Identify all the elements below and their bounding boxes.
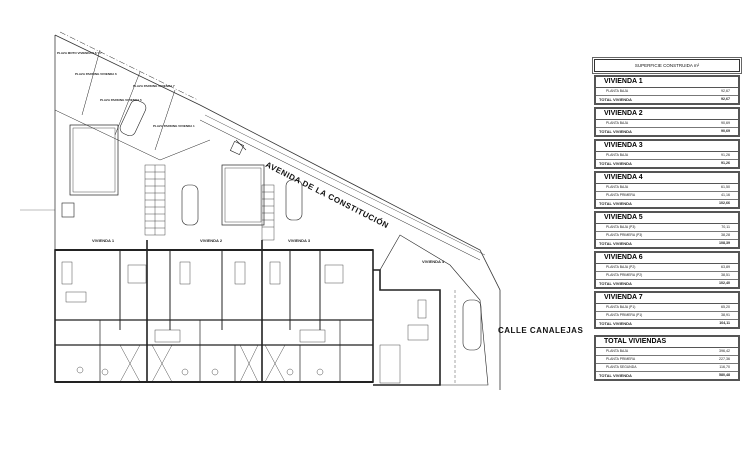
dwelling-block-3: VIVIENDA 3 PLANTA BAJA 91,26 TOTAL VIVIEN… <box>594 139 740 169</box>
table-row: PLANTA SEGUNDA 116,70 <box>596 364 738 372</box>
total-row: TOTAL VIVIENDA 102,66 <box>596 200 738 207</box>
row-label: PLANTA BAJA (P3) <box>606 225 636 229</box>
dwelling-block-5: VIVIENDA 5 PLANTA BAJA (P3) 70,11 PLANTA … <box>594 211 740 249</box>
row-value: 38,51 <box>721 273 730 277</box>
row-label: TOTAL VIVIENDA <box>599 201 632 206</box>
totals-block: TOTAL VIVIENDAS PLANTA BAJA 396,42 PLANTA… <box>594 335 740 381</box>
parking-label: PLAZA PARKING VIVIENDA 5 <box>100 98 142 102</box>
total-row: TOTAL VIVIENDA 91,26 <box>596 160 738 167</box>
row-value: 396,42 <box>719 349 730 353</box>
dwelling-block-2: VIVIENDA 2 PLANTA BAJA 90,69 TOTAL VIVIEN… <box>594 107 740 137</box>
street-label-calle: CALLE CANALEJAS <box>498 326 584 335</box>
row-value: 102,40 <box>719 281 730 285</box>
row-label: PLANTA BAJA (P1) <box>606 305 636 309</box>
row-label: PLANTA SEGUNDA <box>606 365 637 369</box>
block-title: VIVIENDA 3 <box>596 141 738 152</box>
dwelling-label-1: VIVIENDA 1 <box>92 238 115 243</box>
row-label: PLANTA PRIMERA (P1) <box>606 313 643 317</box>
row-label: PLANTA BAJA <box>606 185 629 189</box>
total-row: TOTAL VIVIENDA 108,39 <box>596 240 738 247</box>
row-label: PLANTA BAJA <box>606 89 629 93</box>
row-value: 90,69 <box>721 129 730 133</box>
floor-plan <box>20 31 501 390</box>
dwelling-block-1: VIVIENDA 1 PLANTA BAJA 92,67 TOTAL VIVIEN… <box>594 75 740 105</box>
row-value: 70,11 <box>721 225 730 229</box>
table-row: PLANTA PRIMERA 227,36 <box>596 356 738 364</box>
parking-label: PLAZA MOTO VIVIENDA 5,6 Y 7 <box>57 51 102 55</box>
table-row: PLANTA PRIMERA 41,16 <box>596 192 738 200</box>
row-value: 41,16 <box>721 193 730 197</box>
row-label: PLANTA PRIMERA (P2) <box>606 273 643 277</box>
row-value: 90,69 <box>721 121 730 125</box>
total-row: TOTAL VIVIENDA 102,40 <box>596 280 738 287</box>
row-value: 92,67 <box>721 97 730 101</box>
row-value: 108,39 <box>719 241 730 245</box>
dwelling-label-4: VIVIENDA 4 <box>422 259 445 264</box>
block-title: TOTAL VIVIENDAS <box>596 337 738 348</box>
table-row: PLANTA BAJA (P3) 70,11 <box>596 224 738 232</box>
total-row: TOTAL VIVIENDA 90,69 <box>596 128 738 135</box>
total-row: TOTAL VIVIENDA 580,48 <box>596 372 738 379</box>
row-value: 38,91 <box>721 313 730 317</box>
row-label: PLANTA BAJA <box>606 121 629 125</box>
row-label: TOTAL VIVIENDA <box>599 97 632 102</box>
row-label: TOTAL VIVIENDA <box>599 161 632 166</box>
row-value: 116,70 <box>719 365 730 369</box>
parking-label: PLAZA PARKING VIVIENDA 7 <box>133 84 175 88</box>
block-title: VIVIENDA 2 <box>596 109 738 120</box>
row-value: 38,28 <box>721 233 730 237</box>
table-row: PLANTA BAJA 90,69 <box>596 120 738 128</box>
row-label: PLANTA BAJA <box>606 153 629 157</box>
dwelling-label-3: VIVIENDA 3 <box>288 238 311 243</box>
table-header: SUPERFICIE CONSTRUIDA m² <box>592 57 742 74</box>
table-row: PLANTA BAJA (P2) 63,89 <box>596 264 738 272</box>
table-row: PLANTA BAJA (P1) 65,20 <box>596 304 738 312</box>
row-label: TOTAL VIVIENDA <box>599 241 632 246</box>
block-title: VIVIENDA 7 <box>596 293 738 304</box>
row-label: TOTAL VIVIENDA <box>599 129 632 134</box>
table-row: PLANTA BAJA 91,26 <box>596 152 738 160</box>
table-row: PLANTA BAJA 92,67 <box>596 88 738 96</box>
total-row: TOTAL VIVIENDA 104,11 <box>596 320 738 327</box>
row-label: TOTAL VIVIENDA <box>599 281 632 286</box>
row-label: PLANTA PRIMERA <box>606 357 636 361</box>
parking-label: PLAZA PARKING VIVIENDA 6 <box>75 72 117 76</box>
row-label: PLANTA PRIMERA (P3) <box>606 233 643 237</box>
row-value: 227,36 <box>719 357 730 361</box>
block-title: VIVIENDA 6 <box>596 253 738 264</box>
total-row: TOTAL VIVIENDA 92,67 <box>596 96 738 103</box>
block-title: VIVIENDA 5 <box>596 213 738 224</box>
row-value: 104,11 <box>719 321 730 325</box>
table-row: PLANTA BAJA 396,42 <box>596 348 738 356</box>
block-title: VIVIENDA 4 <box>596 173 738 184</box>
block-title: VIVIENDA 1 <box>596 77 738 88</box>
table-row: PLANTA PRIMERA (P3) 38,28 <box>596 232 738 240</box>
parking-label: PLAZA PARKING VIVIENDA 1 <box>153 124 195 128</box>
row-value: 92,67 <box>721 89 730 93</box>
row-label: TOTAL VIVIENDA <box>599 373 632 378</box>
row-label: PLANTA BAJA <box>606 349 629 353</box>
dwelling-block-6: VIVIENDA 6 PLANTA BAJA (P2) 63,89 PLANTA … <box>594 251 740 289</box>
row-label: PLANTA PRIMERA <box>606 193 636 197</box>
surface-area-table: SUPERFICIE CONSTRUIDA m² VIVIENDA 1 PLAN… <box>592 57 742 383</box>
table-row: PLANTA PRIMERA (P2) 38,51 <box>596 272 738 280</box>
row-value: 63,89 <box>721 265 730 269</box>
row-value: 91,26 <box>721 153 730 157</box>
row-value: 91,26 <box>721 161 730 165</box>
table-row: PLANTA PRIMERA (P1) 38,91 <box>596 312 738 320</box>
row-value: 65,20 <box>721 305 730 309</box>
row-value: 61,50 <box>721 185 730 189</box>
row-value: 102,66 <box>719 201 730 205</box>
dwelling-block-4: VIVIENDA 4 PLANTA BAJA 61,50 PLANTA PRIME… <box>594 171 740 209</box>
dwelling-block-7: VIVIENDA 7 PLANTA BAJA (P1) 65,20 PLANTA … <box>594 291 740 329</box>
row-label: TOTAL VIVIENDA <box>599 321 632 326</box>
row-label: PLANTA BAJA (P2) <box>606 265 636 269</box>
table-row: PLANTA BAJA 61,50 <box>596 184 738 192</box>
dwelling-label-2: VIVIENDA 2 <box>200 238 223 243</box>
row-value: 580,48 <box>719 373 730 377</box>
